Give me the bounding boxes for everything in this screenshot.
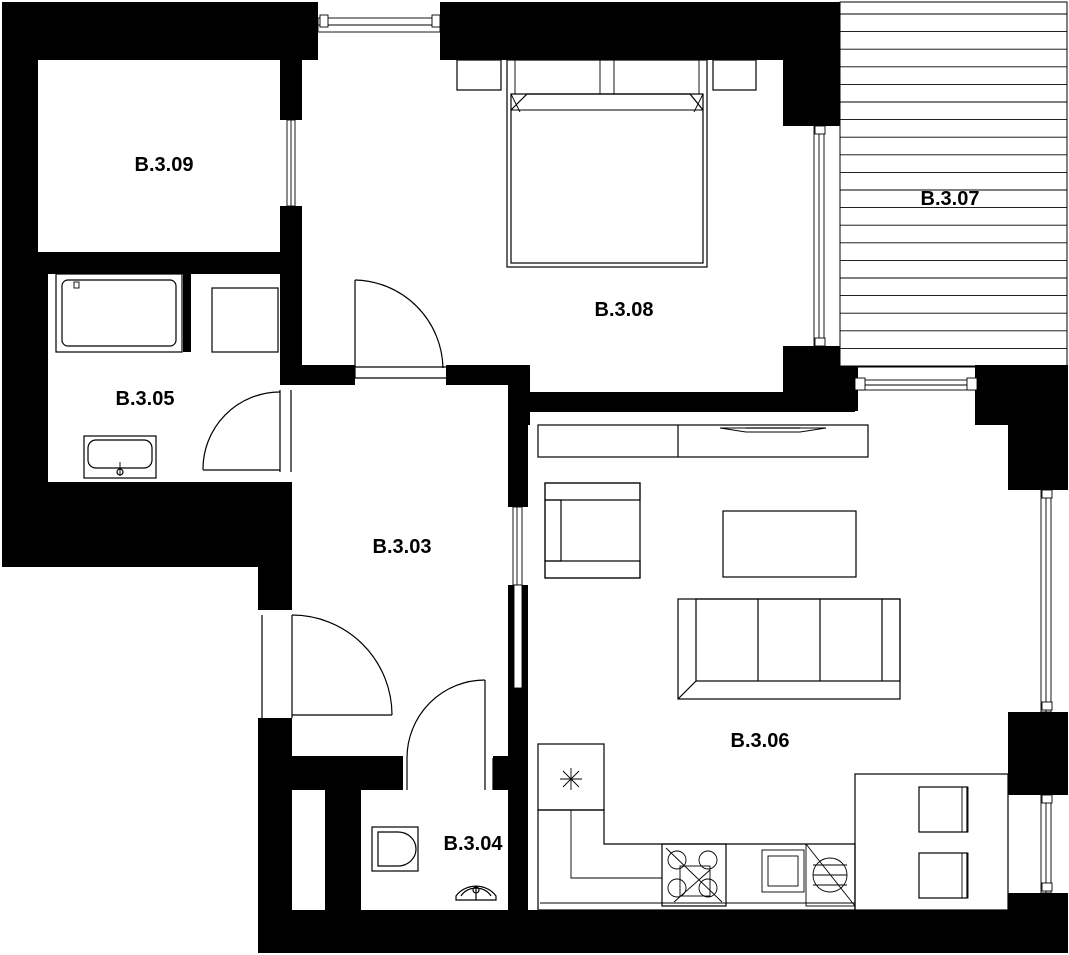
doors (202, 279, 494, 790)
bed (456, 59, 757, 268)
living-furniture (537, 424, 901, 700)
room-labels: B.3.09 B.3.08 B.3.07 B.3.05 B.3.03 B.3.0… (116, 154, 980, 855)
room-label-b308: B.3.08 (595, 299, 654, 321)
room-label-b303: B.3.03 (373, 536, 432, 558)
wc-fixtures (371, 826, 497, 901)
room-label-b306: B.3.06 (731, 730, 790, 752)
room-label-b309: B.3.09 (135, 154, 194, 176)
kitchen (537, 743, 1009, 911)
room-label-b305: B.3.05 (116, 388, 175, 410)
room-label-b304: B.3.04 (444, 833, 504, 855)
balcony-decking (839, 1, 1068, 368)
room-label-b307: B.3.07 (921, 188, 980, 210)
windows (286, 14, 1053, 910)
bathroom-fixtures (55, 273, 279, 479)
